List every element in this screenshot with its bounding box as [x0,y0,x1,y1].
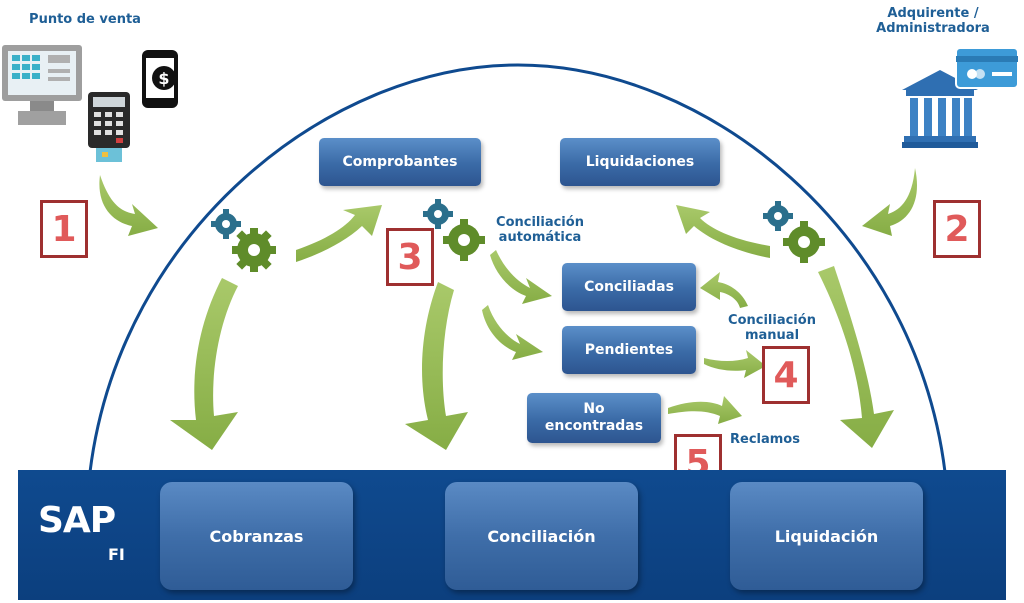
arrow-pos-to-gears [99,175,158,236]
step-2-marker: 2 [933,200,981,258]
acquirer-label: Adquirente / Administradora [858,6,1008,36]
point-of-sale-label: Punto de venta [29,12,141,27]
arrow-pendientes-to-manual [704,350,766,378]
auto-reconciliation-line2: automática [498,230,582,245]
acquirer-label-line2: Administradora [876,21,990,36]
arrow-down-cobranzas [170,278,238,450]
liquidaciones-box: Liquidaciones [560,138,720,186]
arrow-to-pendientes [482,305,543,360]
step-4-marker: 4 [762,346,810,404]
gears-icon [211,209,276,272]
auto-reconciliation-label: Conciliación automática [488,215,592,245]
arrow-no-encontradas-to-reclamos [668,396,742,424]
arrow-to-conciliadas [490,250,552,304]
no-encontradas-line1: No [583,401,605,417]
arrow-manual-to-conciliadas [700,272,748,308]
acquirer-label-line1: Adquirente / [887,6,979,21]
no-encontradas-box: No encontradas [527,393,661,443]
card-reader-icon [88,92,130,162]
cobranzas-module: Cobranzas [160,482,353,590]
arrow-gears-to-liquidaciones [676,205,770,258]
step-3-marker: 3 [386,228,434,286]
sap-logo: SAP [38,500,116,541]
comprobantes-box: Comprobantes [319,138,481,186]
pendientes-box: Pendientes [562,326,696,374]
conciliacion-module: Conciliación [445,482,638,590]
auto-reconciliation-line1: Conciliación [496,215,584,230]
conciliadas-box: Conciliadas [562,263,696,311]
gears-icon [763,201,825,263]
arrow-down-liquidacion [818,266,894,448]
phone-dollar-icon: $ [142,50,178,108]
arrow-gears-to-comprobantes [296,205,382,262]
manual-reconciliation-line2: manual [744,328,800,343]
liquidacion-module: Liquidación [730,482,923,590]
svg-text:$: $ [158,69,169,88]
no-encontradas-line2: encontradas [544,418,644,434]
manual-reconciliation-label: Conciliación manual [720,313,824,343]
claims-label: Reclamos [730,432,800,447]
manual-reconciliation-line1: Conciliación [728,313,816,328]
gears-icon [423,199,485,261]
sap-module-label: FI [108,545,125,564]
credit-card-icon [955,47,1019,89]
pos-terminal-icon [2,45,82,125]
dome-arc [88,63,947,473]
arrow-down-conciliacion [405,282,468,450]
step-1-marker: 1 [40,200,88,258]
arrow-acquirer-to-gears [862,168,918,236]
